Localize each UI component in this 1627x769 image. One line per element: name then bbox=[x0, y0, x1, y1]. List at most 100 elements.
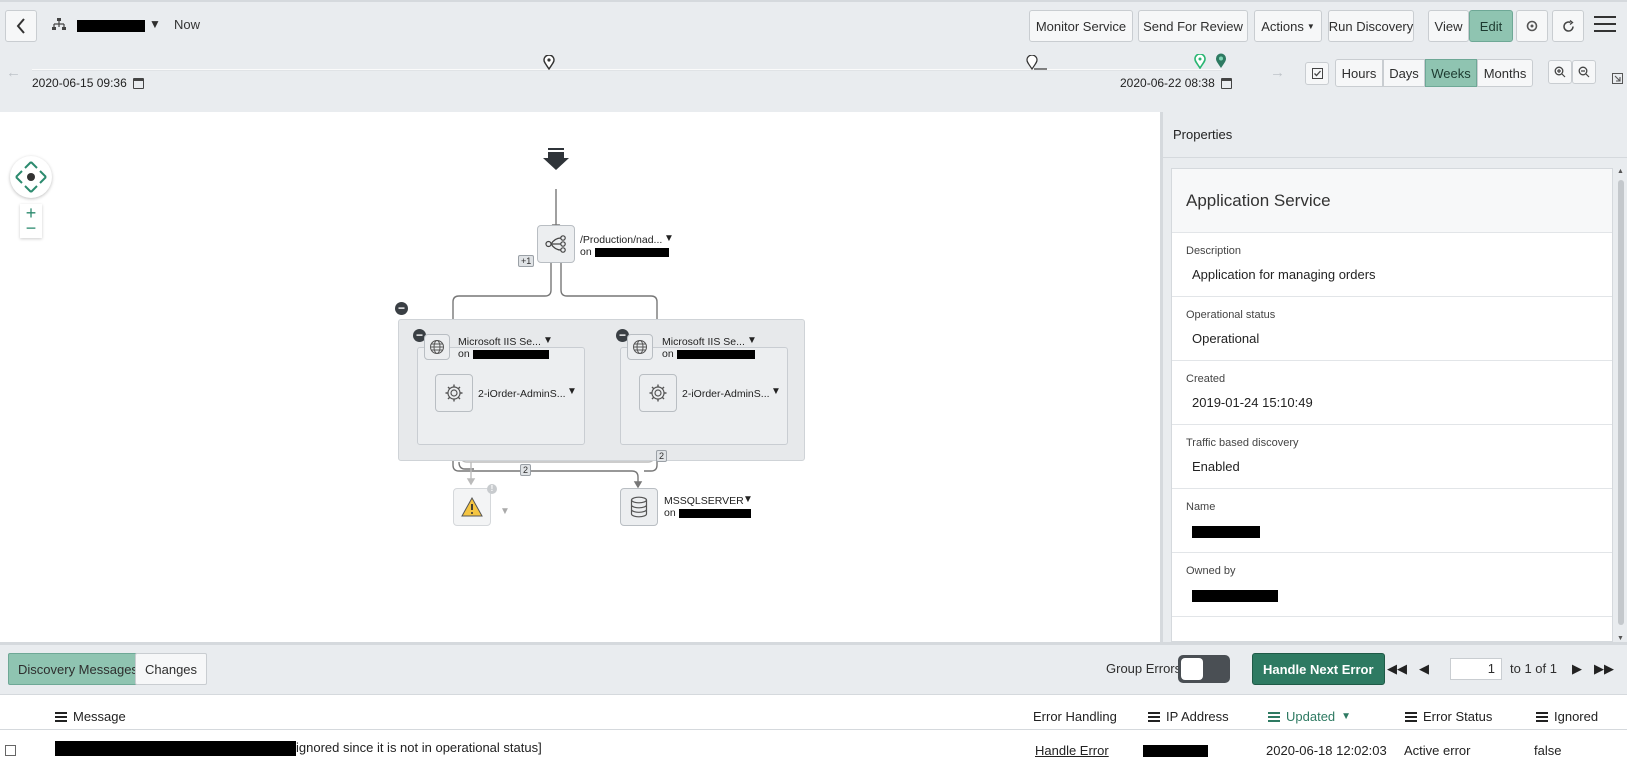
previous-page-icon[interactable]: ◀ bbox=[1419, 661, 1429, 676]
database-node-on: on bbox=[664, 507, 676, 519]
timeline-change-marker-icon[interactable] bbox=[1026, 55, 1048, 70]
range-weeks-button[interactable]: Weeks bbox=[1425, 59, 1477, 87]
next-page-icon[interactable]: ▶ bbox=[1572, 661, 1582, 676]
calendar-icon[interactable] bbox=[132, 77, 144, 89]
monitor-service-button[interactable]: Monitor Service bbox=[1029, 10, 1133, 42]
column-label: Ignored bbox=[1554, 709, 1599, 724]
column-menu-icon[interactable] bbox=[1148, 710, 1160, 724]
top-node[interactable] bbox=[537, 225, 575, 263]
iis-node-right[interactable] bbox=[627, 334, 653, 360]
database-node-caret-icon[interactable]: ▼ bbox=[743, 494, 753, 505]
column-header-ip-address[interactable]: IP Address bbox=[1148, 709, 1229, 724]
app-node-left[interactable] bbox=[435, 374, 473, 412]
tab-discovery-messages[interactable]: Discovery Messages bbox=[8, 653, 148, 685]
column-header-error-status[interactable]: Error Status bbox=[1405, 709, 1492, 724]
properties-card: Application Service Description Applicat… bbox=[1171, 168, 1613, 642]
service-selector-caret-icon[interactable]: ▼ bbox=[149, 17, 161, 31]
column-menu-icon[interactable] bbox=[1268, 710, 1280, 724]
calendar-icon[interactable] bbox=[1220, 77, 1232, 89]
app-node-right[interactable] bbox=[639, 374, 677, 412]
first-page-icon[interactable]: ◀◀ bbox=[1387, 661, 1407, 676]
scroll-down-arrow-icon[interactable]: ▼ bbox=[1617, 635, 1624, 642]
service-map-icon bbox=[52, 18, 66, 30]
column-header-ignored[interactable]: Ignored bbox=[1536, 709, 1598, 724]
send-for-review-button[interactable]: Send For Review bbox=[1138, 10, 1248, 42]
column-header-error-handling[interactable]: Error Handling bbox=[1033, 709, 1117, 724]
handle-error-link[interactable]: Handle Error bbox=[1035, 743, 1109, 758]
database-node-label: MSSQLSERVER on bbox=[664, 495, 751, 519]
header-divider bbox=[0, 729, 1627, 730]
globe-icon bbox=[430, 340, 444, 354]
service-map-canvas[interactable]: + − +1 /Production/nad... o bbox=[0, 112, 1160, 642]
refresh-button[interactable] bbox=[1552, 10, 1584, 42]
handle-next-error-button[interactable]: Handle Next Error bbox=[1252, 653, 1385, 685]
app-right-caret-icon[interactable]: ▼ bbox=[771, 386, 781, 397]
discovery-messages-panel: Discovery Messages Changes Group Errors … bbox=[0, 642, 1627, 769]
host-redacted bbox=[472, 349, 549, 359]
scrollbar-thumb[interactable] bbox=[1618, 180, 1624, 625]
timeline-event-marker-icon[interactable] bbox=[543, 55, 555, 70]
timeline-green-marker-icon[interactable] bbox=[1194, 54, 1206, 69]
column-header-message[interactable]: Message bbox=[55, 709, 126, 724]
properties-scrollbar[interactable]: ▲ ▼ bbox=[1617, 168, 1625, 642]
view-button[interactable]: View bbox=[1428, 10, 1469, 42]
column-menu-icon[interactable] bbox=[1405, 710, 1417, 724]
ip-address-redacted bbox=[1143, 745, 1208, 757]
actions-label: Actions bbox=[1261, 18, 1304, 34]
top-node-count-badge[interactable]: +1 bbox=[518, 255, 535, 267]
tab-changes[interactable]: Changes bbox=[135, 653, 208, 685]
unknown-node[interactable] bbox=[453, 488, 491, 526]
group-errors-label: Group Errors bbox=[1106, 661, 1182, 676]
back-button[interactable] bbox=[5, 10, 37, 42]
collapse-panel-icon[interactable] bbox=[1612, 73, 1623, 84]
scroll-up-arrow-icon[interactable]: ▲ bbox=[1617, 168, 1624, 175]
timeline-track[interactable] bbox=[32, 69, 1222, 71]
iis-left-label: Microsoft IIS Se... on bbox=[458, 336, 549, 360]
edge-count-badge-left[interactable]: 2 bbox=[520, 464, 532, 476]
database-node[interactable] bbox=[620, 488, 658, 526]
range-hours-button[interactable]: Hours bbox=[1335, 59, 1383, 87]
iis-node-left[interactable] bbox=[424, 334, 450, 360]
map-zoom-in-icon[interactable]: + bbox=[25, 203, 37, 223]
sort-descending-icon[interactable]: ▼ bbox=[1341, 711, 1352, 722]
actions-button[interactable]: Actions ▼ bbox=[1254, 10, 1322, 42]
top-node-label: /Production/nad... on bbox=[580, 234, 669, 258]
property-value: Enabled bbox=[1192, 459, 1240, 474]
collapse-left-group-icon[interactable]: − bbox=[413, 329, 426, 342]
settings-button[interactable] bbox=[1516, 10, 1548, 42]
iis-left-caret-icon[interactable]: ▼ bbox=[543, 335, 553, 346]
timeline-checkbox-button[interactable] bbox=[1305, 62, 1329, 85]
group-errors-toggle[interactable] bbox=[1178, 655, 1230, 683]
menu-icon[interactable] bbox=[1594, 16, 1616, 37]
edit-button[interactable]: Edit bbox=[1469, 10, 1513, 42]
range-days-button[interactable]: Days bbox=[1383, 59, 1425, 87]
database-node-name: MSSQLSERVER bbox=[664, 495, 744, 507]
collapse-right-group-icon[interactable]: − bbox=[616, 329, 629, 342]
range-months-button[interactable]: Months bbox=[1477, 59, 1533, 87]
timeline-current-marker-icon[interactable] bbox=[1215, 53, 1227, 69]
timeline-next-arrow-icon[interactable]: → bbox=[1270, 64, 1285, 81]
timeline-prev-arrow-icon[interactable]: ← bbox=[6, 64, 21, 81]
app-left-caret-icon[interactable]: ▼ bbox=[567, 386, 577, 397]
column-menu-icon[interactable] bbox=[55, 710, 67, 724]
page-number-input[interactable]: 1 bbox=[1450, 658, 1502, 680]
column-menu-icon[interactable] bbox=[1536, 710, 1548, 724]
iis-right-caret-icon[interactable]: ▼ bbox=[747, 335, 757, 346]
column-header-updated[interactable]: Updated ▼ bbox=[1268, 709, 1351, 724]
property-owned-by: Owned by bbox=[1172, 553, 1612, 617]
unknown-node-caret-icon[interactable]: ▼ bbox=[500, 506, 510, 517]
row-select-checkbox[interactable] bbox=[5, 745, 16, 756]
edge-count-badge-right[interactable]: 2 bbox=[656, 450, 668, 462]
zoom-out-icon bbox=[1578, 66, 1590, 78]
property-label: Description bbox=[1186, 245, 1242, 257]
zoom-in-button[interactable] bbox=[1548, 60, 1572, 84]
run-discovery-button[interactable]: Run Discovery bbox=[1328, 10, 1414, 42]
pan-control[interactable] bbox=[10, 156, 52, 198]
collapse-group-icon[interactable]: − bbox=[395, 302, 408, 315]
top-node-caret-icon[interactable]: ▼ bbox=[664, 233, 674, 244]
zoom-out-button[interactable] bbox=[1572, 60, 1596, 84]
map-zoom-out-icon[interactable]: − bbox=[25, 218, 37, 238]
database-icon bbox=[630, 496, 648, 518]
property-traffic-based-discovery: Traffic based discovery Enabled bbox=[1172, 425, 1612, 489]
last-page-icon[interactable]: ▶▶ bbox=[1594, 661, 1614, 676]
